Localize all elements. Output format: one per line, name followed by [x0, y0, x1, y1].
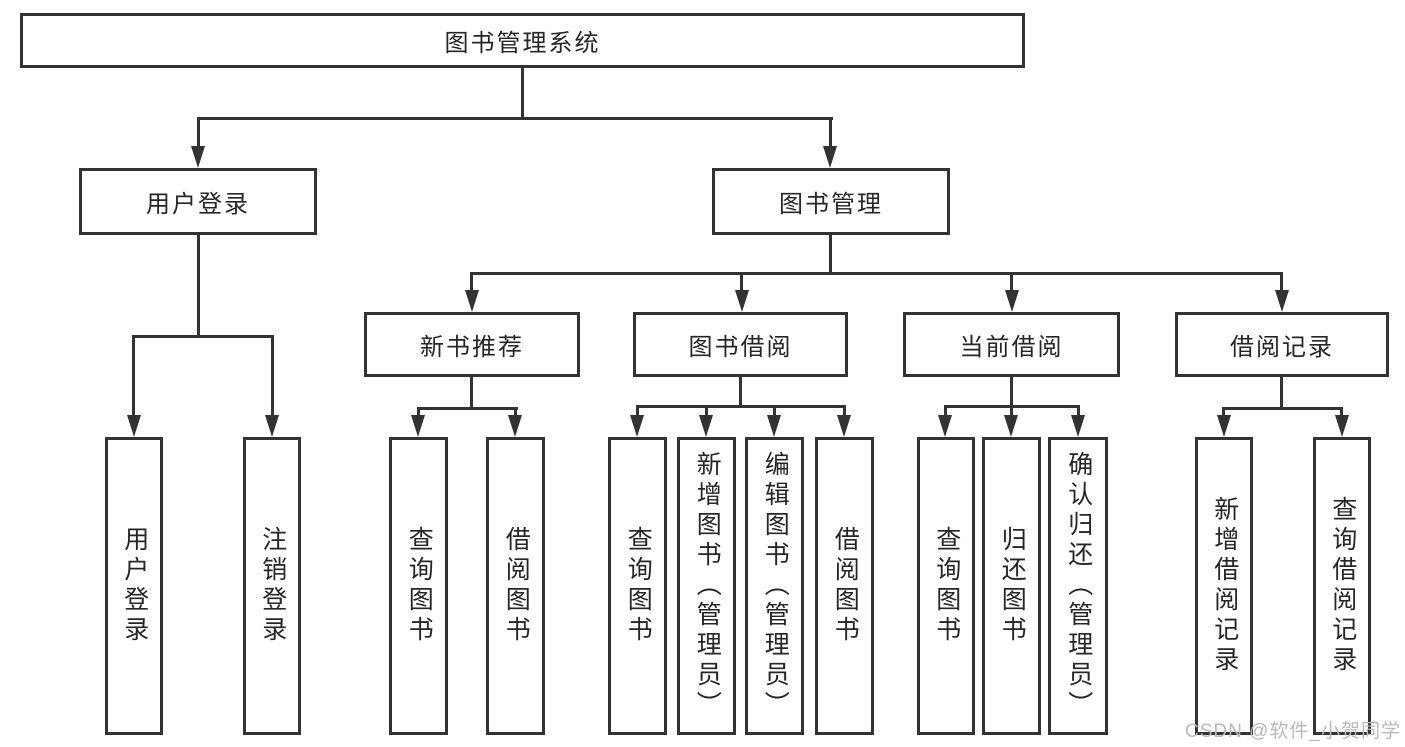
leaf-logout: 注销登录	[243, 437, 301, 735]
leaf-borrow-book: 借阅图书	[815, 437, 874, 735]
leaf-query-book-current-label: 查询图书	[932, 526, 961, 646]
leaf-edit-book-admin-label: 编辑图书（管理员）	[761, 451, 790, 721]
arrowhead-down-icon	[699, 415, 713, 437]
node-borrow-records-label: 借阅记录	[1230, 334, 1334, 361]
connector-stub	[773, 405, 776, 416]
leaf-query-borrow-record-label: 查询借阅记录	[1328, 496, 1357, 676]
node-borrow-records: 借阅记录	[1175, 312, 1389, 377]
arrowhead-down-icon	[465, 290, 479, 312]
leaf-confirm-return-admin: 确认归还（管理员）	[1048, 437, 1108, 735]
leaf-query-borrow-record: 查询借阅记录	[1313, 437, 1371, 735]
arrowhead-down-icon	[837, 415, 851, 437]
leaf-add-borrow-record-label: 新增借阅记录	[1210, 496, 1239, 676]
connector-records-vline	[1280, 377, 1283, 408]
node-book-management-label: 图书管理	[779, 191, 883, 218]
connector-user-login-vline	[197, 235, 200, 336]
connector-stub	[271, 335, 274, 417]
connector-current-vline	[1010, 377, 1013, 406]
node-current-borrow-label: 当前借阅	[959, 334, 1064, 361]
leaf-borrow-book-recommend-label: 借阅图书	[502, 526, 531, 646]
leaf-borrow-book-recommend: 借阅图书	[486, 437, 545, 735]
arrowhead-down-icon	[1335, 415, 1349, 437]
connector-user-login-stub	[197, 117, 200, 148]
leaf-confirm-return-admin-label: 确认归还（管理员）	[1064, 451, 1093, 721]
node-new-book-recommend-label: 新书推荐	[420, 334, 524, 361]
arrowhead-down-icon	[1071, 415, 1085, 437]
connector-root-vline	[521, 68, 524, 118]
arrowhead-down-icon	[1275, 290, 1289, 312]
leaf-query-book-recommend-label: 查询图书	[405, 526, 434, 646]
node-root-label: 图书管理系统	[444, 30, 601, 57]
connector-records-hline	[1223, 407, 1343, 410]
node-current-borrow: 当前借阅	[903, 312, 1120, 377]
node-new-book-recommend: 新书推荐	[364, 312, 580, 377]
leaf-query-book-borrow: 查询图书	[608, 437, 667, 735]
arrowhead-down-icon	[630, 415, 644, 437]
connector-stub	[1077, 405, 1080, 416]
connector-stub	[1010, 405, 1013, 416]
arrowhead-down-icon	[1217, 415, 1231, 437]
connector-book-mgmt-hline	[470, 272, 1283, 275]
node-book-borrow: 图书借阅	[633, 312, 848, 377]
arrowhead-down-icon	[265, 415, 279, 437]
connector-user-login-hline	[132, 335, 274, 338]
leaf-user-login-label: 用户登录	[120, 526, 149, 646]
node-user-login-label: 用户登录	[146, 191, 250, 218]
connector-new-book-hline	[417, 407, 518, 410]
arrowhead-down-icon	[411, 415, 425, 437]
leaf-borrow-book-label: 借阅图书	[831, 526, 860, 646]
leaf-add-book-admin: 新增图书（管理员）	[677, 437, 736, 735]
leaf-query-book-current: 查询图书	[917, 437, 975, 735]
leaf-query-book-recommend: 查询图书	[389, 437, 448, 735]
leaf-add-book-admin-label: 新增图书（管理员）	[693, 451, 722, 721]
connector-stub	[1340, 407, 1343, 416]
connector-book-mgmt-stub	[829, 117, 832, 148]
node-user-login: 用户登录	[79, 168, 317, 235]
arrowhead-down-icon	[127, 415, 141, 437]
arrowhead-down-icon	[1005, 290, 1019, 312]
node-root: 图书管理系统	[20, 13, 1025, 68]
node-book-management: 图书管理	[712, 168, 950, 235]
arrowhead-down-icon	[938, 415, 952, 437]
connector-stub	[132, 335, 135, 417]
arrowhead-down-icon	[767, 415, 781, 437]
connector-root-hline	[197, 117, 833, 120]
connector-stub	[514, 407, 517, 416]
watermark: CSDN @软件_小贺同学	[1185, 721, 1401, 742]
arrowhead-down-icon	[735, 290, 749, 312]
connector-stub	[1280, 272, 1283, 292]
leaf-edit-book-admin: 编辑图书（管理员）	[745, 437, 804, 735]
connector-stub	[843, 405, 846, 416]
connector-stub	[705, 405, 708, 416]
leaf-return-book-label: 归还图书	[998, 526, 1027, 646]
connector-stub	[1222, 407, 1225, 416]
arrowhead-down-icon	[1004, 415, 1018, 437]
connector-borrow-hline	[636, 405, 846, 408]
arrowhead-down-icon	[823, 146, 837, 168]
connector-stub	[417, 407, 420, 416]
arrowhead-down-icon	[191, 146, 205, 168]
leaf-add-borrow-record: 新增借阅记录	[1195, 437, 1253, 735]
connector-new-book-vline	[470, 377, 473, 408]
connector-stub	[1010, 272, 1013, 292]
leaf-user-login: 用户登录	[105, 437, 163, 735]
node-book-borrow-label: 图书借阅	[688, 334, 793, 361]
connector-stub	[944, 405, 947, 416]
connector-stub	[470, 272, 473, 292]
connector-book-mgmt-vline	[829, 235, 832, 273]
connector-borrow-vline	[739, 377, 742, 406]
connector-stub	[740, 272, 743, 292]
leaf-logout-label: 注销登录	[258, 526, 287, 646]
connector-stub	[636, 405, 639, 416]
leaf-return-book: 归还图书	[982, 437, 1041, 735]
arrowhead-down-icon	[508, 415, 522, 437]
leaf-query-book-borrow-label: 查询图书	[624, 526, 653, 646]
